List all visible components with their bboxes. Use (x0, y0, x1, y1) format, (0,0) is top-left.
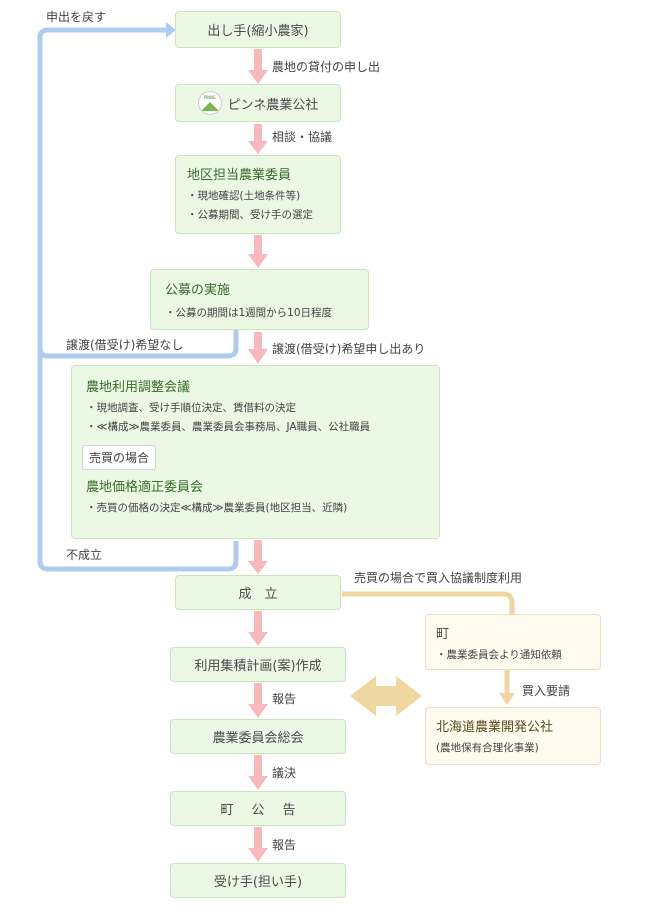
double-arrow (350, 676, 422, 716)
node-seller: 出し手(縮小農家) (175, 11, 341, 48)
edge-label-consultation: 相談・協議 (272, 130, 333, 144)
node-plan: 利用集積計画(案)作成 (170, 647, 346, 682)
edge-label-buy-request: 買入要請 (522, 684, 571, 698)
edge-label-decision: 議決 (272, 766, 297, 780)
pink-arrows (248, 49, 268, 862)
return-loop-label: 申出を戻す (46, 10, 107, 24)
node-plan-label: 利用集積計画(案)作成 (194, 659, 322, 674)
node-committee-item: ・現地確認(土地条件等) (187, 190, 301, 202)
node-hokkaido-item: (農地保有合理化事業) (436, 742, 539, 754)
node-receiver: 受け手(担い手) (170, 863, 346, 898)
edge-label-sale-route: 売買の場合で買入協議制度利用 (354, 571, 523, 585)
node-committee-item: ・公募期間、受け手の選定 (187, 209, 313, 221)
node-soukai: 農業委員会総会 (170, 719, 346, 754)
node-chousei-item: ・現地調査、受け手順位決定、賃借料の決定 (86, 402, 296, 414)
node-koubo-title: 公募の実施 (165, 283, 231, 298)
node-town-item: ・農業委員会より通知依頼 (436, 649, 562, 661)
pinne-logo-icon: PINNE (197, 91, 222, 115)
edge-label-request-yes: 譲渡(借受け)希望申し出あり (272, 342, 426, 356)
node-price-committee-item: ・売買の価格の決定≪構成≫農業委員(地区担当、近隣) (86, 502, 348, 514)
node-town: 町 ・農業委員会より通知依頼 (425, 614, 601, 670)
node-hokkaido: 北海道農業開発公社 (農地保有合理化事業) (425, 707, 601, 765)
edge-label-lease-request: 農地の貸付の申し出 (272, 60, 381, 74)
edge-label-failed: 不成立 (66, 548, 103, 562)
node-seller-label: 出し手(縮小農家) (207, 24, 309, 39)
node-koubo: 公募の実施 ・公募の期間は1週間から10日程度 (150, 269, 369, 330)
node-kokoku: 町公告 (170, 791, 346, 826)
edge-label-report-1: 報告 (272, 692, 297, 706)
sale-case-tag: 売買の場合 (82, 445, 157, 470)
node-town-title: 町 (436, 627, 450, 642)
buy-request-arrowhead (499, 693, 515, 705)
node-soukai-label: 農業委員会総会 (212, 731, 304, 746)
return-arrowhead (166, 22, 176, 38)
node-chousei: 農地利用調整会議 ・現地調査、受け手順位決定、賃借料の決定 ・≪構成≫農業委員、… (71, 365, 440, 539)
node-chousei-title: 農地利用調整会議 (86, 380, 191, 395)
node-committee: 地区担当農業委員 ・現地確認(土地条件等) ・公募期間、受け手の選定 (175, 155, 341, 234)
node-pinne: PINNE ピンネ農業公社 (175, 84, 341, 122)
node-koubo-item: ・公募の期間は1週間から10日程度 (165, 307, 333, 319)
node-committee-title: 地区担当農業委員 (187, 168, 292, 183)
node-receiver-label: 受け手(担い手) (213, 875, 303, 890)
node-price-committee-title: 農地価格適正委員会 (86, 480, 204, 495)
sale-route-line (342, 591, 515, 614)
edge-label-report-2: 報告 (272, 838, 297, 852)
node-seiritsu: 成 立 (175, 575, 341, 610)
node-chousei-item: ・≪構成≫農業委員、農業委員会事務局、JA職員、公社職員 (86, 421, 371, 433)
node-pinne-label: ピンネ農業公社 (227, 97, 319, 113)
fail-loop-line (37, 340, 239, 572)
node-hokkaido-title: 北海道農業開発公社 (436, 720, 554, 735)
edge-label-request-no: 譲渡(借受け)希望なし (66, 338, 184, 352)
node-kokoku-label: 町公告 (220, 803, 314, 818)
pinne-logo-text: PINNE (203, 95, 216, 100)
node-seiritsu-label: 成 立 (238, 587, 278, 602)
